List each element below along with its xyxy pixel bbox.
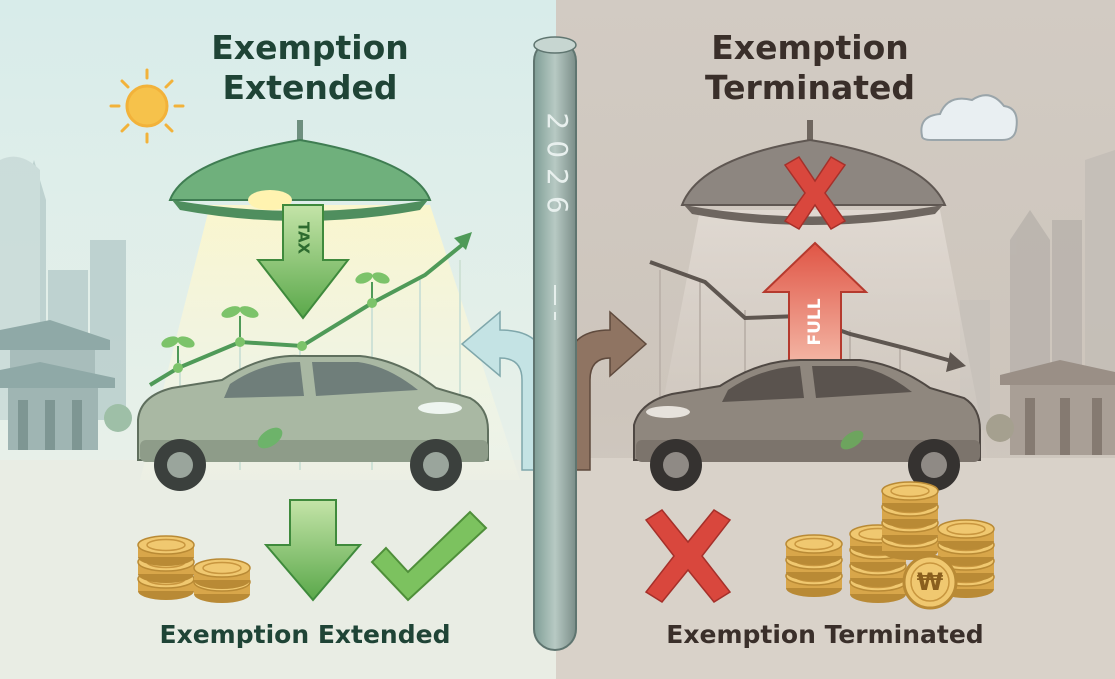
car-icon [633, 359, 981, 491]
full-arrow-up-icon: FULL [761, 241, 869, 363]
sun-icon [109, 68, 185, 144]
leaf-icon [257, 427, 283, 449]
tax-arrow-down-icon: TAX [255, 204, 351, 320]
year-label: 2026 [541, 112, 574, 223]
left-heading: Exemption Extended [150, 28, 470, 108]
left-heading-line2: Extended [222, 68, 398, 107]
cloud-icon [920, 94, 1018, 141]
left-tree-icon [104, 404, 132, 432]
right-heading-line1: Exemption [711, 28, 909, 67]
sprout-icon [161, 272, 390, 363]
left-caption: Exemption Extended [159, 620, 451, 649]
tax-label: TAX [295, 222, 313, 255]
right-pavilion [1000, 360, 1115, 455]
left-pavilion [0, 320, 115, 450]
cross-icon [644, 509, 732, 603]
curved-arrow-icon [565, 310, 648, 471]
leaf-icon [840, 430, 864, 450]
full-label: FULL [805, 298, 825, 345]
left-ground [0, 460, 556, 679]
checkmark-icon [370, 510, 488, 602]
right-tree-icon [986, 414, 1014, 442]
coin-icon [902, 554, 958, 610]
lamp-icon [168, 120, 432, 221]
down-arrow-icon [263, 499, 363, 602]
right-caption: Exemption Terminated [666, 620, 984, 649]
right-heading: Exemption Terminated [640, 28, 980, 108]
cross-icon [783, 156, 847, 230]
car-icon [137, 354, 489, 491]
divider-pole [533, 36, 577, 651]
right-heading-line2: Terminated [704, 68, 916, 107]
left-heading-line1: Exemption [211, 28, 409, 67]
